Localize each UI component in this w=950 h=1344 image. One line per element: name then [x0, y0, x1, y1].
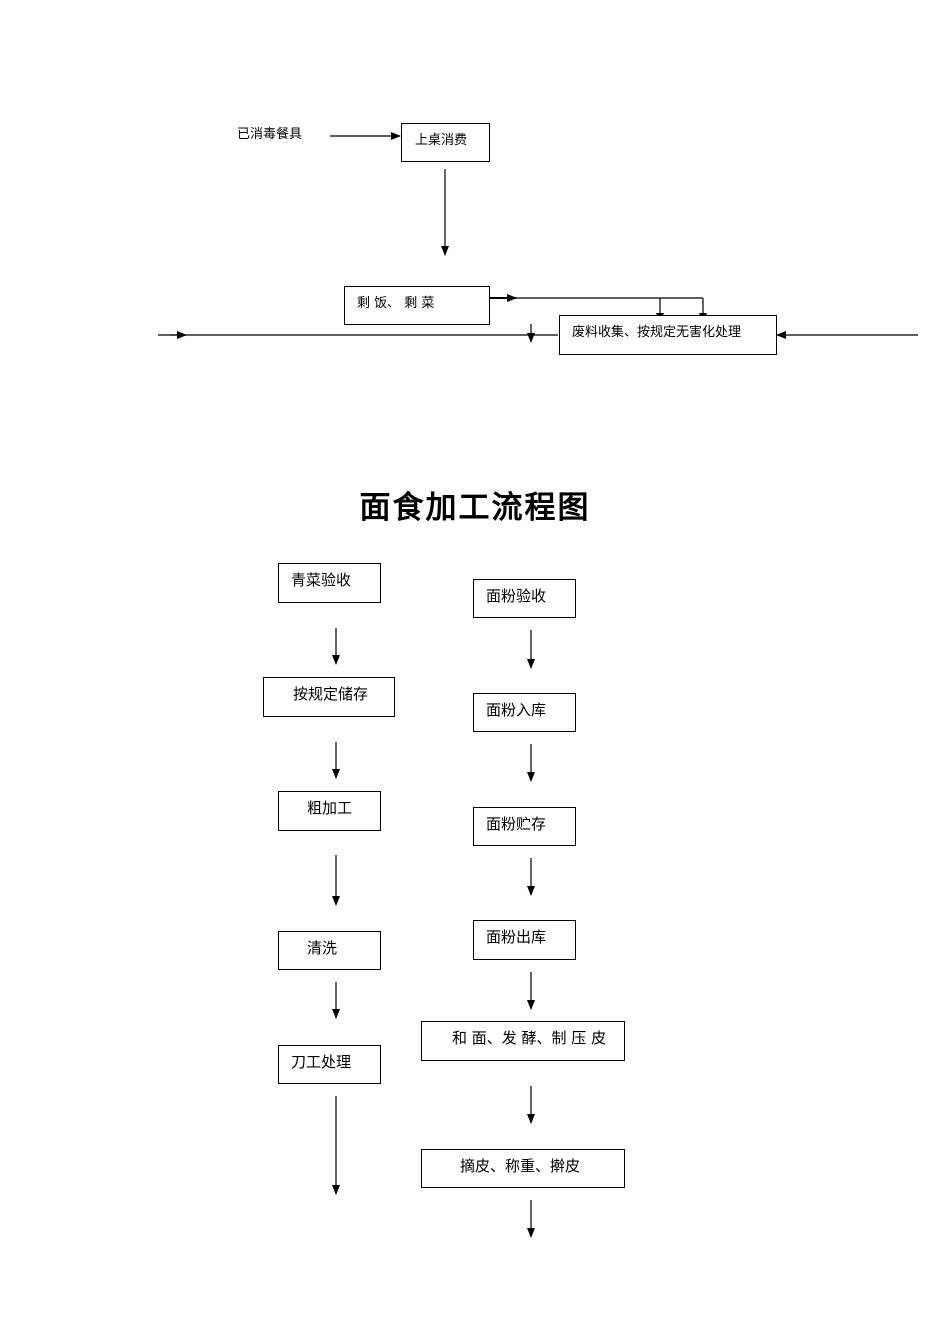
right-step-5: 和 面、发 酵、制 压 皮 [421, 1021, 625, 1061]
left-step-3: 粗加工 [278, 791, 381, 831]
waste-box: 废料收集、按规定无害化处理 [559, 315, 777, 355]
right-step-1: 面粉验收 [473, 579, 576, 618]
left-step-2: 按规定储存 [263, 677, 395, 717]
left-step-5: 刀工处理 [278, 1045, 381, 1084]
right-step-2: 面粉入库 [473, 693, 576, 732]
page-title: 面食加工流程图 [359, 490, 591, 526]
input-label: 已消毒餐具 [237, 127, 303, 142]
right-step-4: 面粉出库 [473, 920, 576, 960]
consume-box: 上桌消费 [401, 123, 490, 162]
leftovers-box: 剩 饭、 剩 菜 [344, 286, 490, 325]
left-step-1: 青菜验收 [278, 563, 381, 603]
right-step-6: 摘皮、称重、擀皮 [421, 1149, 625, 1188]
right-step-3: 面粉贮存 [473, 807, 576, 846]
left-step-4: 清洗 [278, 931, 381, 970]
